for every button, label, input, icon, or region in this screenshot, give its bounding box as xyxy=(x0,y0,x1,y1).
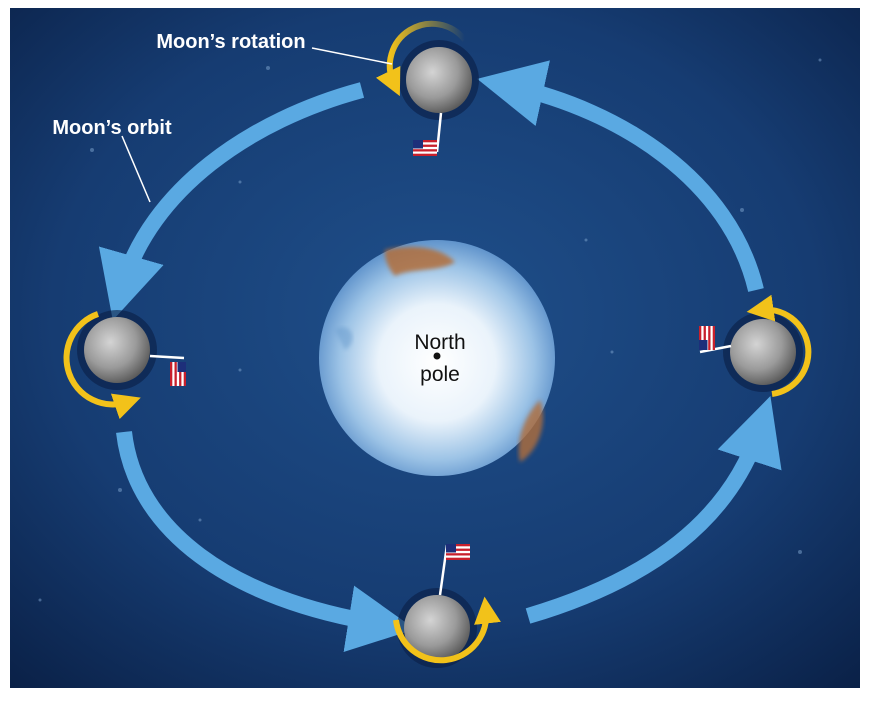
moon-top xyxy=(375,20,479,156)
rotation-arrow-icon xyxy=(63,311,141,420)
moon-icon xyxy=(730,319,796,385)
earth-icon xyxy=(319,240,555,476)
orbit-arrow-icon xyxy=(116,431,416,652)
rotation-arrow-icon xyxy=(746,294,812,397)
orbit-arrow-icon xyxy=(98,82,365,321)
orbit-arrow-icon xyxy=(477,60,764,292)
flag-icon xyxy=(699,326,715,350)
orbit-leader-line xyxy=(121,135,151,203)
flag-icon xyxy=(446,544,470,560)
north-pole-label-line2: pole xyxy=(420,363,460,386)
stars xyxy=(38,58,822,602)
moon-left xyxy=(63,310,186,420)
moon-right xyxy=(699,294,812,397)
rotation-leader-line xyxy=(311,47,393,65)
moon-icon xyxy=(406,47,472,113)
orbit-arrow-icon xyxy=(525,396,782,624)
flag-icon xyxy=(170,362,186,386)
moon-icon xyxy=(404,595,470,661)
moon-icon xyxy=(84,317,150,383)
rotation-arrow-icon xyxy=(393,596,501,664)
moon-bottom xyxy=(393,544,501,668)
moon-orbit-label: Moon’s orbit xyxy=(52,117,172,139)
north-pole-label-line1: North xyxy=(414,331,465,354)
north-pole-dot xyxy=(433,352,441,360)
rotation-arrow-icon xyxy=(375,20,468,97)
flag-icon xyxy=(413,140,437,156)
orbit-arrows xyxy=(98,60,782,652)
moon-rotation-label: Moon’s rotation xyxy=(156,31,305,53)
